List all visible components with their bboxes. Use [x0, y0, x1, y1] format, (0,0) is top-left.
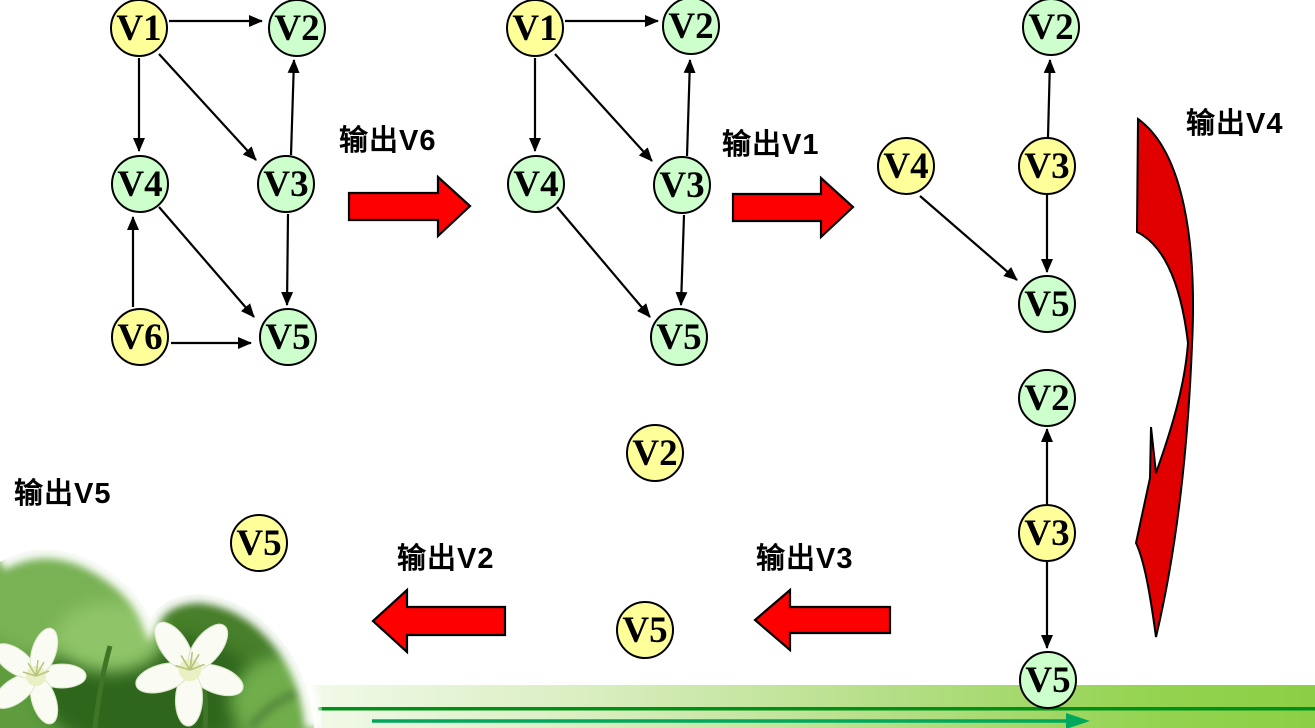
stage4-node-v2: V2: [1018, 369, 1076, 427]
edge-v4-v5: [919, 195, 1018, 281]
stage3-node-v3: V3: [1018, 137, 1076, 195]
edge-v4-v5: [556, 206, 651, 318]
step-arrow-curved-output-v4: [1134, 117, 1195, 638]
stage1-node-v4: V4: [111, 155, 169, 213]
stage-2-edges: [529, 15, 696, 318]
edge-v3-v2: [287, 59, 300, 156]
step-label-output-v3: 输出V3: [756, 543, 854, 575]
edge-v4-v5: [158, 206, 255, 318]
step-arrow-left-output-v2: [371, 587, 507, 655]
step-label-output-v6: 输出V6: [339, 125, 437, 157]
stage4-node-v5: V5: [1019, 651, 1077, 709]
step-arrow-right-output-v1: [731, 175, 855, 240]
edge-v1-v3: [554, 53, 653, 162]
stage4-node-v3: V3: [1018, 504, 1076, 562]
stage2-node-v5: V5: [650, 308, 708, 366]
step-label-output-v4: 输出V4: [1186, 108, 1284, 140]
edge-v3-v2: [683, 59, 696, 157]
edge-v3-v5: [281, 213, 294, 306]
stage3-node-v2: V2: [1022, 0, 1080, 56]
stage1-node-v5: V5: [259, 308, 317, 366]
stage1-node-v3: V3: [257, 155, 315, 213]
stage2-node-v4: V4: [507, 155, 565, 213]
step-arrow-right-output-v6: [347, 174, 472, 239]
footer-underline-arrow: [372, 713, 1090, 728]
step-label-output-v5: 输出V5: [14, 478, 112, 510]
edge-v3-v5: [675, 214, 688, 306]
stage2-node-v3: V3: [653, 156, 711, 214]
white-flower: [0, 627, 87, 725]
stage6-node-v5: V5: [230, 514, 288, 572]
stage1-node-v1: V1: [110, 0, 168, 57]
stage-1-edges: [127, 15, 300, 349]
flower-photo-soft-edge: [0, 542, 322, 728]
step-label-output-v1: 输出V1: [722, 129, 820, 161]
flower-photo: [0, 542, 322, 728]
stage5-node-v5: V5: [616, 601, 674, 659]
stage1-node-v6: V6: [111, 308, 169, 366]
stage3-node-v5: V5: [1018, 275, 1076, 333]
step-label-output-v2: 输出V2: [397, 543, 495, 575]
stage2-node-v2: V2: [662, 0, 720, 55]
edge-v1-v3: [158, 53, 257, 161]
stage1-node-v2: V2: [268, 0, 326, 57]
stage-3-edges: [919, 59, 1056, 281]
stage2-node-v1: V1: [506, 0, 564, 57]
white-flower: [135, 621, 244, 727]
step-arrow-left-output-v3: [753, 587, 892, 653]
edge-v3-v2: [1043, 59, 1056, 138]
footer-divider-line: [318, 707, 1315, 711]
stage5-node-v2: V2: [626, 424, 684, 482]
stage3-node-v4: V4: [877, 137, 935, 195]
